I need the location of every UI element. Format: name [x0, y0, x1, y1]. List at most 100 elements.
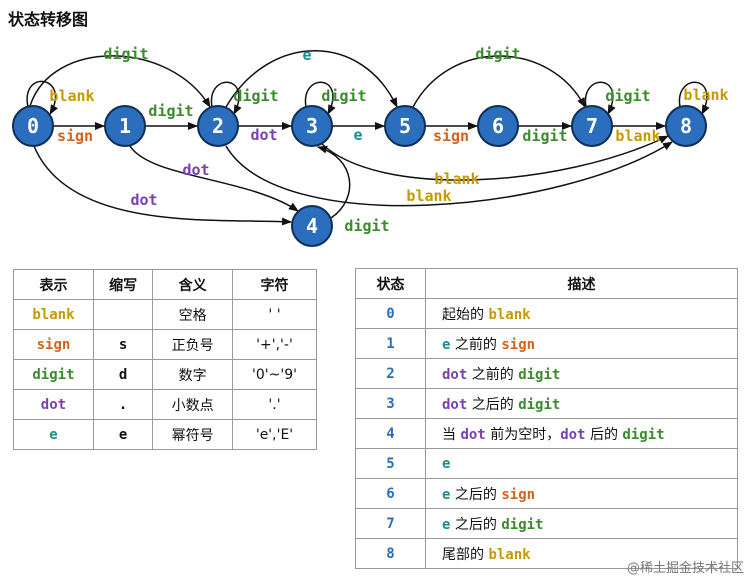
edge-1-4	[129, 145, 299, 212]
edge-5-7	[412, 55, 586, 108]
symbol-token-digit: digit	[518, 396, 561, 413]
edge-label-0-1: sign	[57, 127, 93, 145]
state-description: 起始的 blank	[425, 298, 738, 329]
state-id: 5	[355, 448, 426, 479]
symbols-table-header: 表示缩写含义字符	[13, 269, 317, 300]
state-label-5: 5	[399, 114, 411, 138]
states-header-0: 状态	[355, 268, 426, 299]
description-text: 当	[442, 426, 461, 443]
state-label-6: 6	[492, 114, 504, 138]
edge-label-3-3: digit	[321, 87, 366, 105]
symbol-token-e: e	[442, 516, 451, 533]
edge-3-3	[304, 81, 336, 115]
symbol-chars: ' '	[232, 299, 317, 330]
description-text: 之后的	[450, 486, 502, 503]
state-node-1: 1	[104, 105, 146, 147]
symbol-token-dot: dot	[442, 366, 468, 383]
edge-label-6-7: digit	[522, 127, 567, 145]
symbol-abbr	[92, 299, 154, 330]
symbol-abbr: d	[92, 359, 154, 390]
symbol-meaning: 数字	[152, 359, 233, 390]
symbol-token-dot: dot	[460, 426, 486, 443]
symbol-meaning: 空格	[152, 299, 233, 330]
edge-label-4-3: digit	[344, 217, 389, 235]
symbols-header-2: 含义	[152, 269, 233, 300]
state-label-1: 1	[119, 114, 131, 138]
description-text: 之前的	[450, 336, 502, 353]
state-circle-0	[12, 105, 54, 147]
symbol-token-blank: blank	[488, 546, 531, 563]
description-text: 起始的	[442, 306, 489, 323]
state-label-8: 8	[680, 114, 692, 138]
symbols-header-1: 缩写	[92, 269, 154, 300]
state-circle-7	[571, 105, 613, 147]
state-label-2: 2	[212, 114, 224, 138]
edge-label-7-8: blank	[615, 127, 660, 145]
edge-label-5-7: digit	[475, 45, 520, 63]
edge-3-8	[321, 135, 669, 181]
state-circle-4	[291, 205, 333, 247]
state-circle-2	[197, 105, 239, 147]
edge-label-8-8: blank	[683, 86, 728, 104]
states-header-1: 描述	[425, 268, 738, 299]
edge-label-0-4: dot	[130, 191, 157, 209]
state-label-3: 3	[306, 114, 318, 138]
description-text: 之后的	[450, 516, 502, 533]
state-description: 尾部的 blank	[425, 538, 738, 569]
symbol-token-digit: digit	[622, 426, 665, 443]
symbol-token-sign: sign	[501, 486, 536, 503]
state-id: 4	[355, 418, 426, 449]
description-text: 前为空时，	[485, 426, 561, 443]
state-circle-8	[665, 105, 707, 147]
state-id: 7	[355, 508, 426, 539]
symbol-meaning: 小数点	[152, 389, 233, 420]
edge-0-4	[33, 145, 292, 226]
symbol-token-e: e	[442, 486, 451, 503]
edge-label-0-0: blank	[49, 87, 94, 105]
state-node-6: 6	[477, 105, 519, 147]
state-description: e	[425, 448, 738, 479]
symbol-token-digit: digit	[501, 516, 544, 533]
edge-2-8	[225, 141, 673, 207]
table-row: dot.小数点'.'	[13, 389, 317, 420]
table-row: blank 空格' '	[13, 299, 317, 330]
edge-2-2	[210, 81, 242, 115]
edge-8-8	[678, 81, 710, 115]
edge-2-5	[225, 50, 398, 108]
symbols-header-0: 表示	[13, 269, 94, 300]
edge-label-7-7: digit	[605, 87, 650, 105]
state-description: e 之前的 sign	[425, 328, 738, 359]
symbol-token-e: e	[442, 455, 451, 472]
edge-label-2-5: e	[302, 46, 311, 64]
state-id: 1	[355, 328, 426, 359]
description-text: 后的	[585, 426, 623, 443]
symbols-header-3: 字符	[232, 269, 317, 300]
symbol-token-blank: blank	[488, 306, 531, 323]
watermark: @稀土掘金技术社区	[626, 561, 744, 576]
state-description: e 之后的 sign	[425, 478, 738, 509]
symbol-token-digit: digit	[518, 366, 561, 383]
state-label-7: 7	[586, 114, 598, 138]
state-description: 当 dot 前为空时，dot 后的 digit	[425, 418, 738, 449]
state-description: dot 之后的 digit	[425, 388, 738, 419]
state-node-0: 0	[12, 105, 54, 147]
edge-label-0-2: digit	[103, 45, 148, 63]
symbol-token-e: e	[442, 336, 451, 353]
symbol-chars: '0'~'9'	[232, 359, 317, 390]
edge-label-2-8: blank	[406, 187, 451, 205]
state-node-5: 5	[384, 105, 426, 147]
state-node-4: 4	[291, 205, 333, 247]
symbol-chars: '.'	[232, 389, 317, 420]
symbol-name: blank	[13, 299, 94, 330]
state-label-0: 0	[27, 114, 39, 138]
